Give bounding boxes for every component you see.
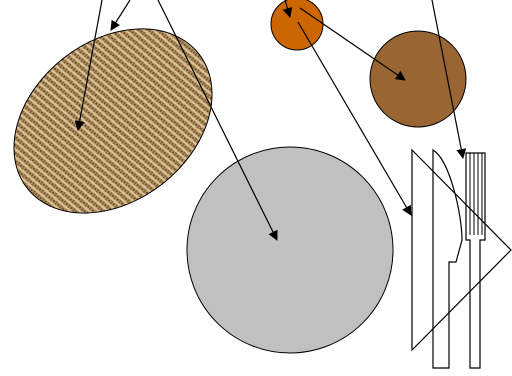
brown-circle <box>370 31 466 127</box>
plate-circle <box>187 147 393 353</box>
fork-shape <box>466 153 485 368</box>
knife-shape <box>433 150 462 368</box>
arrow-to-placemat-b <box>111 0 130 30</box>
small-orange-circle <box>271 0 323 50</box>
napkin-triangle <box>412 150 511 350</box>
